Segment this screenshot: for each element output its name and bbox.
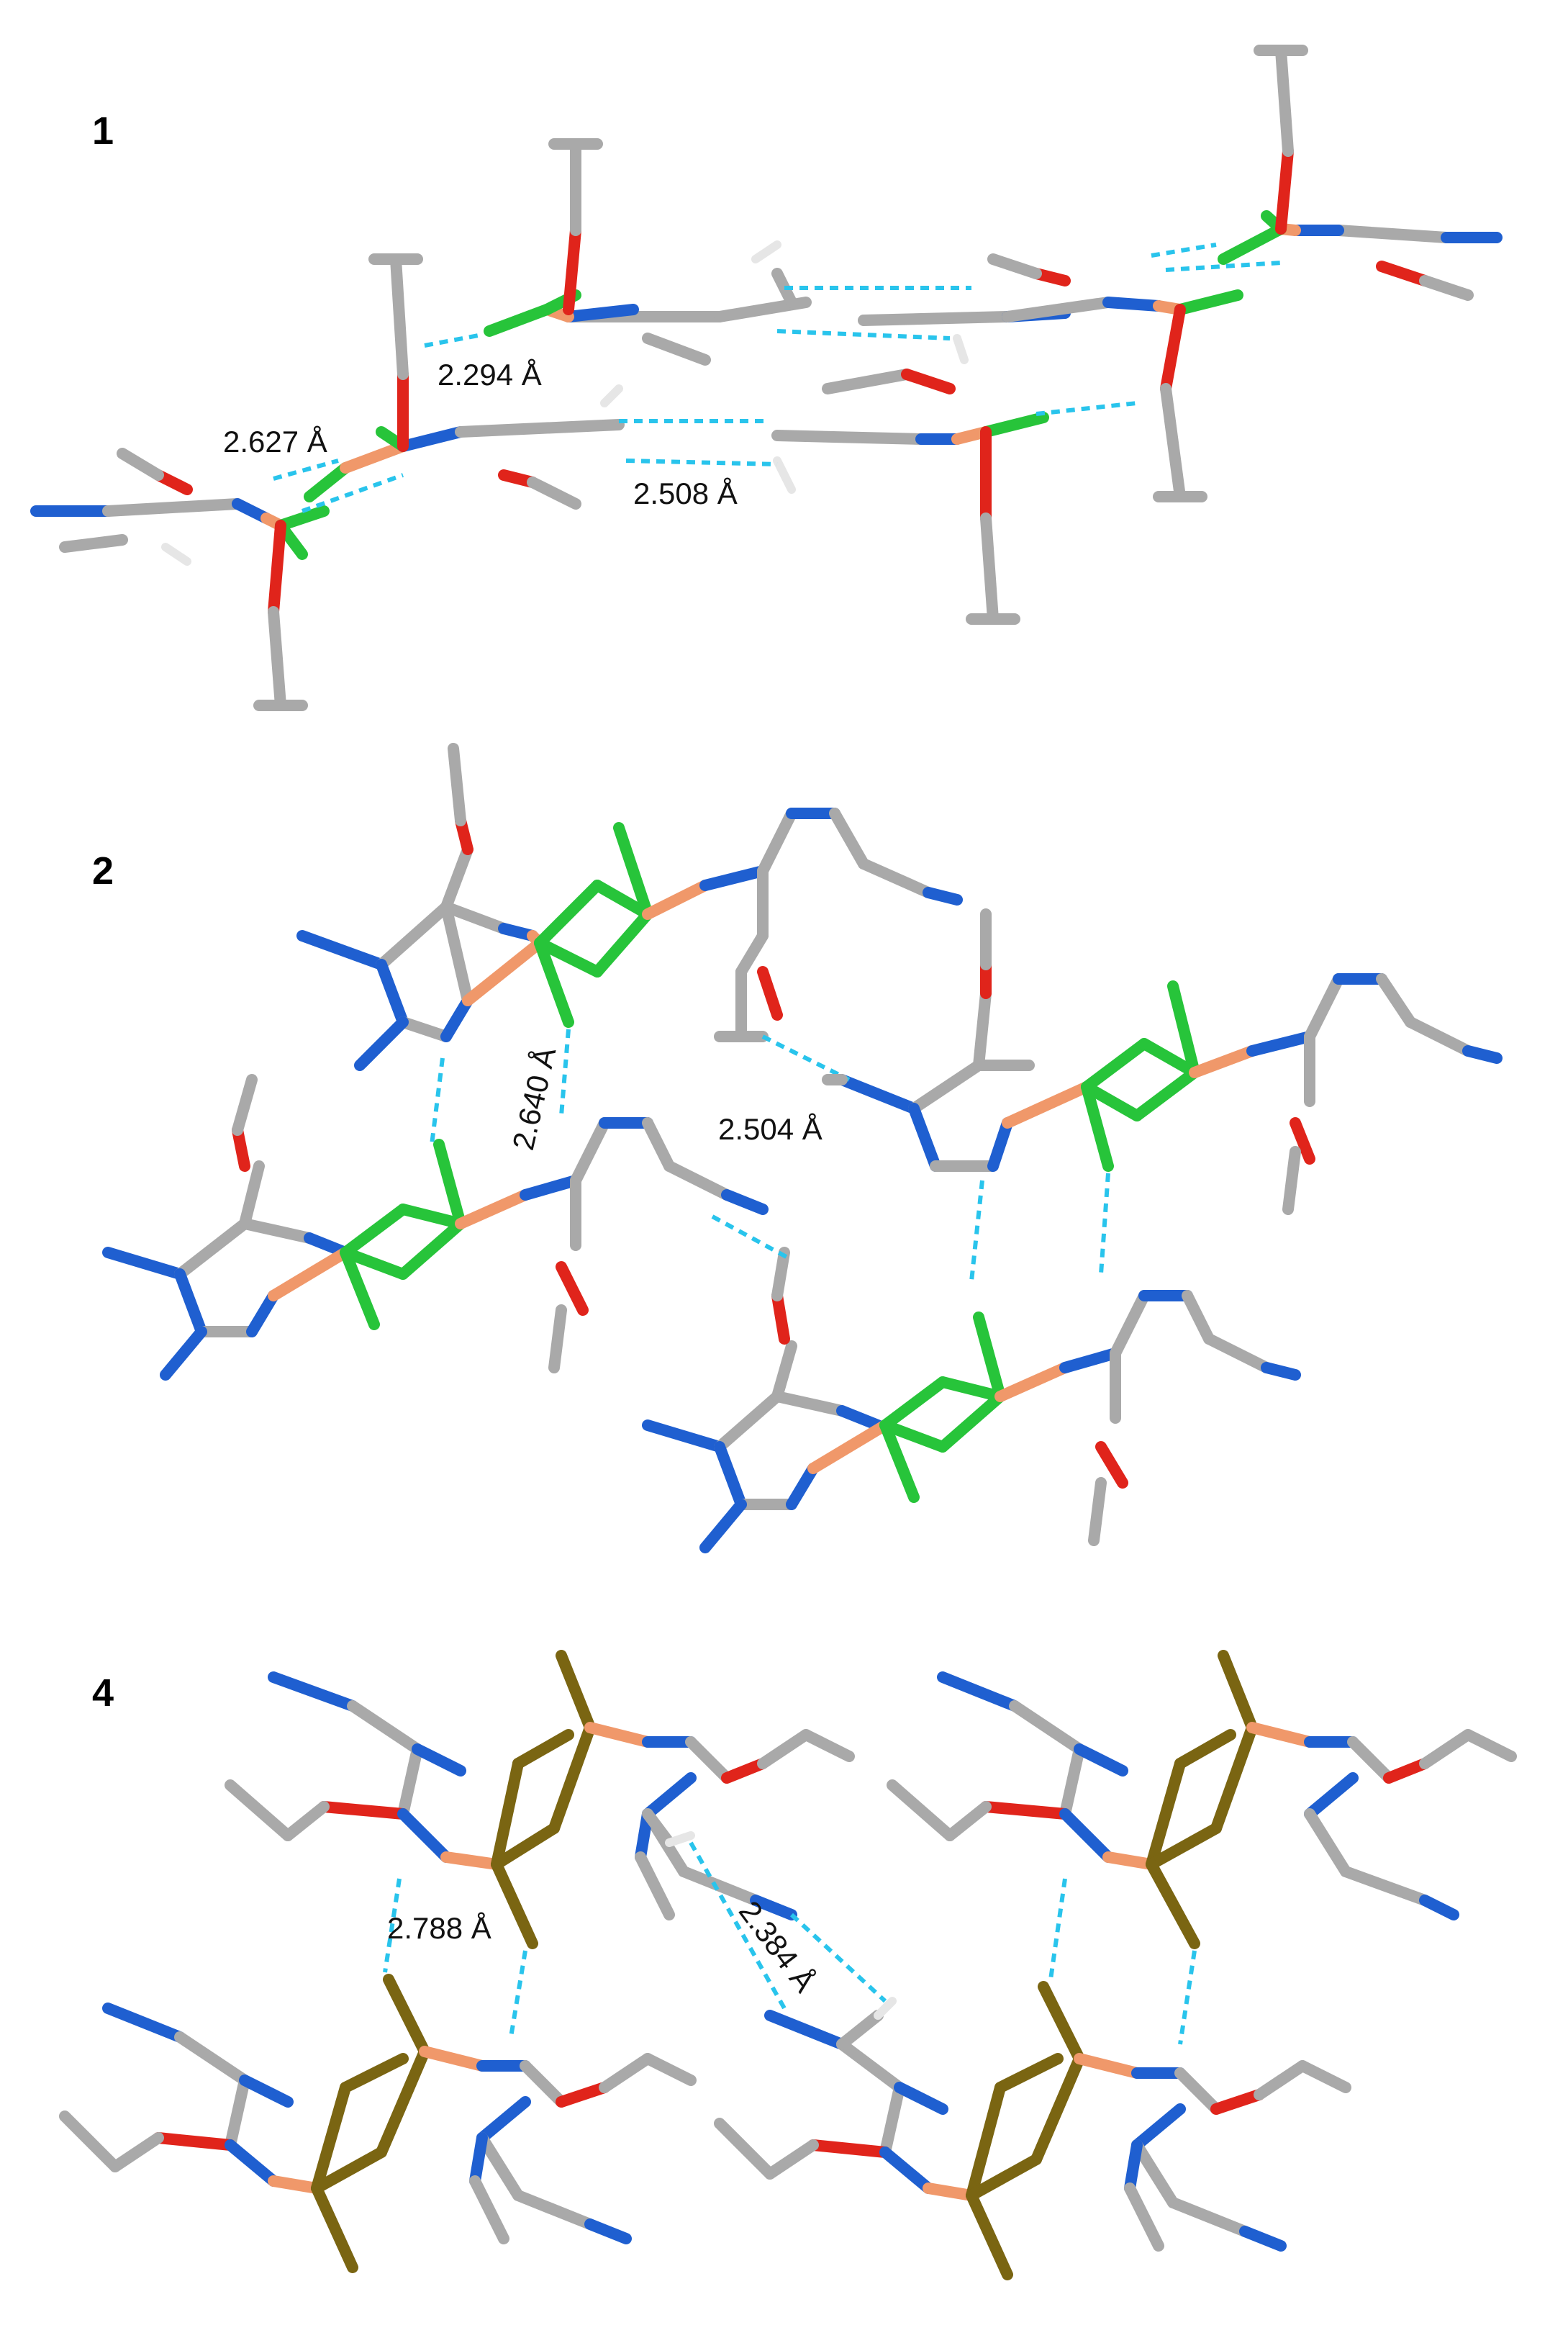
- panel-4: 4: [59, 1650, 1517, 2280]
- panel-4-structure: [59, 1650, 1517, 2280]
- distance-label-2-508: 2.508 Å: [633, 477, 738, 510]
- distance-label-2-504: 2.504 Å: [718, 1112, 822, 1146]
- distance-label-2-294: 2.294 Å: [438, 358, 542, 392]
- panel-1-structure: [30, 45, 1503, 711]
- distance-label-2-788: 2.788 Å: [387, 1911, 491, 1945]
- distance-label-2-627: 2.627 Å: [223, 425, 327, 459]
- panel-label-1: 1: [92, 109, 114, 153]
- panel-label-2: 2: [92, 849, 114, 893]
- distance-label-2-640: 2.640 Å: [506, 1044, 562, 1153]
- panel-label-4: 4: [92, 1671, 114, 1715]
- panel-2-structure: [102, 743, 1503, 1553]
- panel-1: 1: [30, 45, 1503, 711]
- panel-2: 2: [92, 743, 1503, 1553]
